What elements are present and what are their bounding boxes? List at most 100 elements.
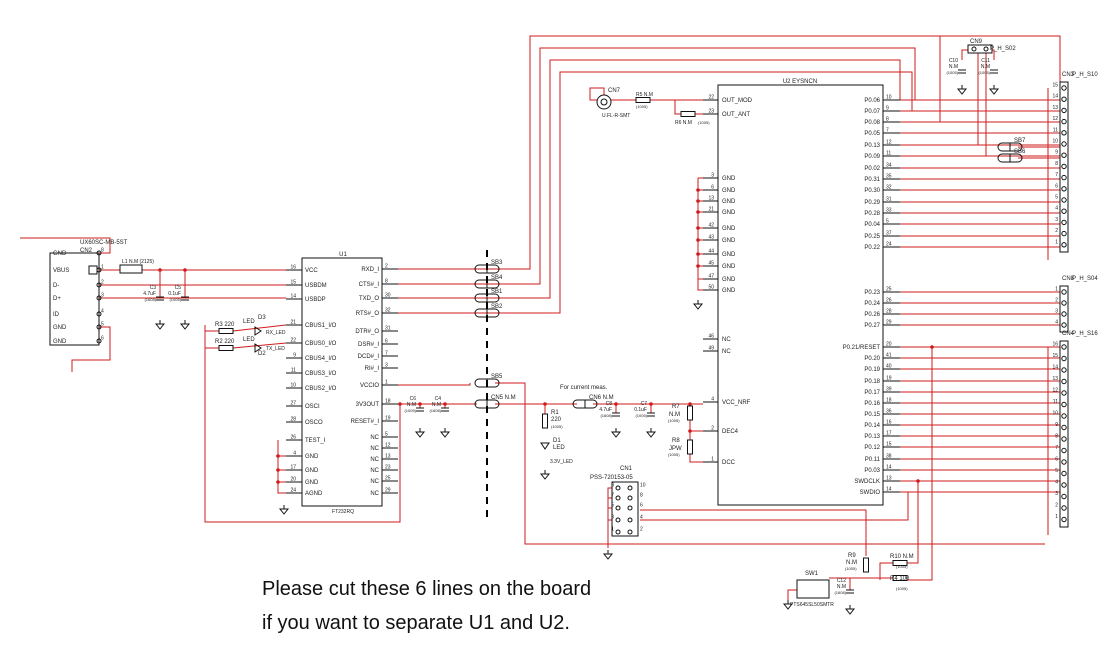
cn1-pin (615, 495, 621, 501)
pin-number: 6 (385, 339, 388, 345)
pin-number: 12 (385, 443, 391, 449)
resistor-ref: R1 (551, 410, 559, 416)
capacitor-c10 (958, 69, 966, 74)
cn2-pin-d-: D- (53, 283, 59, 289)
cn1-part: PSS-720153-05 (590, 475, 633, 481)
junction-dot (696, 188, 700, 192)
capacitor-package: (1005) (946, 70, 958, 75)
capacitor-ref: C10 (949, 58, 958, 64)
pin-number: 6 (101, 336, 104, 342)
ground-icon (844, 605, 856, 615)
pin-number: 20 (290, 477, 296, 483)
resistor-package: (1005) (668, 418, 680, 423)
pin-number: 13 (1052, 376, 1058, 382)
junction-dot (696, 226, 700, 230)
u1-pin-ri-i: RI#_I (365, 366, 380, 372)
resistor-ref: R8 (672, 438, 680, 444)
u2-pin-p0-19: P0.19 (864, 367, 880, 373)
pin-number: 5 (886, 219, 889, 225)
u2-pin-gnd: GND (722, 176, 736, 182)
cn9-part: P_H_S02 (990, 46, 1016, 52)
pin-number: 24 (290, 488, 296, 494)
pin-number: 32 (385, 308, 391, 314)
pin-number: 21 (708, 207, 714, 213)
pin-number: 42 (708, 223, 714, 229)
u1-pin-nc: NC (370, 479, 379, 485)
ground-icon (988, 85, 1000, 95)
junction-dot (688, 402, 692, 406)
pin-number: 2 (1055, 503, 1058, 509)
pin-number: 25 (886, 287, 892, 293)
ground-icon (154, 320, 166, 330)
pin-number: 16 (886, 420, 892, 426)
pin-number: 7 (385, 351, 388, 357)
led-icon (254, 326, 262, 336)
connector-pin (96, 250, 102, 256)
resistor-ref: R7 (672, 404, 680, 410)
solder-bridge-label: SB7 (1014, 138, 1026, 144)
solder-bridge-label: SB1 (491, 289, 503, 295)
junction-dot (696, 238, 700, 242)
pin-number: 4 (293, 451, 296, 457)
cn4-header-ref: CN4 (1062, 331, 1075, 337)
pin-number: 15 (290, 280, 296, 286)
pin-number: 43 (708, 235, 714, 241)
resistor-package: (1005) (896, 586, 908, 591)
cn1-pin (615, 517, 621, 523)
pin-number: 26 (290, 435, 296, 441)
u2-pin-gnd: GND (722, 199, 736, 205)
capacitor-value: N.M (432, 402, 441, 408)
pin-number: 44 (708, 249, 714, 255)
pin-number: 14 (886, 465, 892, 471)
cn3-header-ref: CN3 (1062, 72, 1075, 78)
pin-number: 21 (290, 320, 296, 326)
cn1-pin (615, 485, 621, 491)
capacitor-value: N.M (837, 584, 846, 590)
u1-pin-test-i: TEST_I (305, 438, 326, 444)
capacitor-ref: C3 (150, 285, 157, 291)
pin-number: 11 (886, 151, 891, 157)
pin-number: 39 (886, 387, 892, 393)
u2-ref: U2 EYSNCN (783, 79, 817, 85)
cn1-pin (627, 495, 633, 501)
resistor-label: R4 100 (890, 576, 910, 582)
ground-icon (645, 428, 657, 438)
u2-pin-p0-07: P0.07 (864, 109, 880, 115)
pin-number: 3 (1055, 309, 1058, 315)
wire-r6 (674, 100, 681, 115)
resistor-r9 (863, 557, 869, 573)
u2-pin-p0-05: P0.05 (864, 131, 880, 137)
capacitor-ref: C7 (641, 401, 648, 407)
pin-number: 16 (290, 265, 296, 271)
cn3-header (1059, 81, 1069, 253)
u2-pin-dec4: DEC4 (722, 429, 739, 435)
connector-pin (96, 324, 102, 330)
capacitor-value: N.M (407, 402, 416, 408)
u2-pin-p0-24: P0.24 (864, 301, 880, 307)
junction-dot (183, 268, 187, 272)
wire-cn9-a (961, 49, 968, 60)
led-label: LED (553, 445, 565, 451)
led-net: 3.3V_LED (550, 459, 573, 465)
pin-number: 2 (1055, 298, 1058, 304)
u1-pin-reset-i: RESET#_I (351, 419, 380, 425)
solder-bridge-label: SB6 (1014, 149, 1026, 155)
pin-number: 7 (1055, 445, 1058, 451)
pin-number: 33 (886, 208, 892, 214)
pin-number: 19 (385, 416, 391, 422)
connector-pin (96, 311, 102, 317)
u2-pin-p0-18: P0.18 (864, 379, 880, 385)
ground-icon (539, 470, 551, 480)
resistor-r6 (680, 111, 696, 117)
u2-pin-p0-25: P0.25 (864, 234, 880, 240)
resistor-package: (1005) (668, 452, 680, 457)
cut-note-line-1: Please cut these 6 lines on the board (262, 578, 592, 600)
cn1-pin (627, 505, 633, 511)
ground-icon (610, 428, 622, 438)
ground-icon (414, 428, 426, 438)
u1-ref: U1 (339, 252, 347, 258)
cn9-header (967, 44, 993, 54)
cn1-pin (627, 529, 633, 535)
resistor-value: JPW (669, 446, 682, 452)
capacitor-c12 (846, 589, 854, 594)
